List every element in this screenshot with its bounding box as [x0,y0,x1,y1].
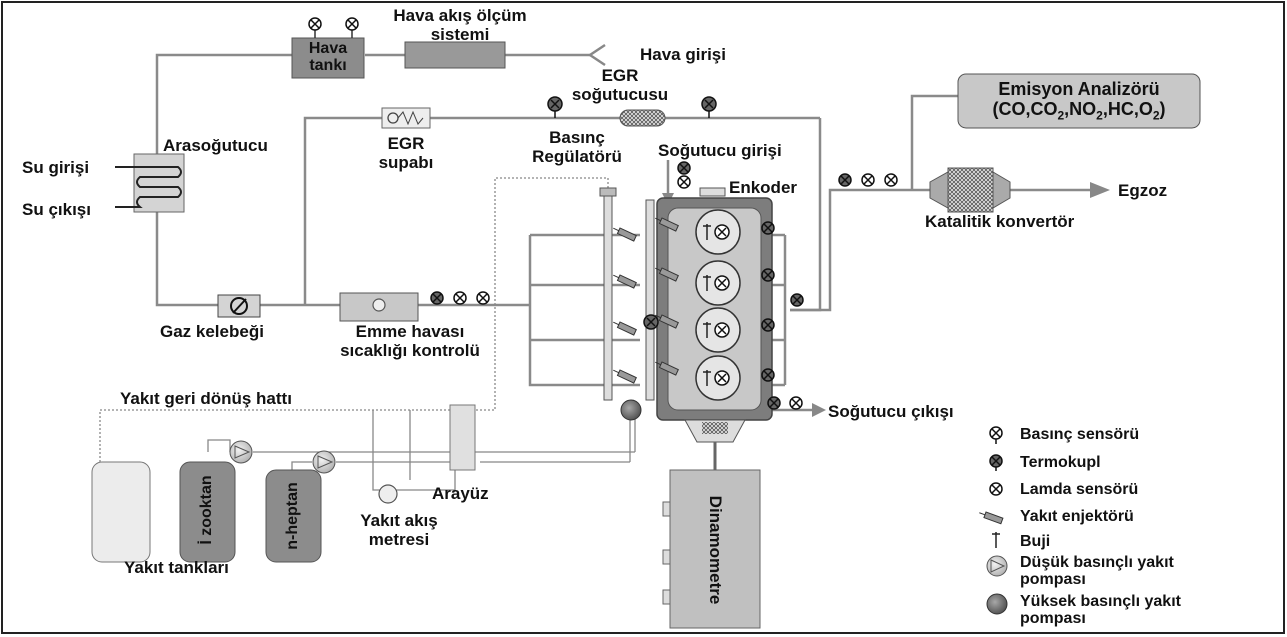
air-inlet-arrow [587,43,606,67]
legend-low-pressure-pump-icon [986,555,1008,577]
legend-fuel-injector-icon [979,511,1004,525]
fuel-tank-isooctane [179,461,236,563]
label-air-tank-line2: tankı [309,57,347,74]
legend-icons [979,426,1008,615]
label-coolant-outlet: Soğutucu çıkışı [828,402,954,421]
coolant-out-arrow [812,403,826,417]
label-air-tank: Hava tankı [296,40,360,74]
spark-plugs [703,224,711,386]
label-emission-line2: (CO,CO2,NO2,HC,O2) [992,99,1166,123]
high-pressure-pump [620,399,642,421]
label-egr-valve-line2: supabı [378,153,434,172]
legend-label-spark-plug: Buji [1020,533,1051,550]
label-egr-cooler-line1: EGR [601,66,639,85]
label-dynamometer: Dinamometre [706,495,725,605]
air-tank [291,37,365,79]
fuel-injectors [613,217,679,384]
legend-high-pressure-pump-icon [986,593,1008,615]
label-egr-cooler-line2: soğutucusu [571,85,669,104]
label-air-inlet: Hava girişi [640,45,726,64]
exhaust-arrow [1090,182,1110,198]
label-intake-air-temp: Emme havası sıcaklığı kontrolü [320,322,500,360]
legend-pressure-sensor-icon [989,426,1003,444]
label-coolant-inlet: Soğutucu girişi [658,141,782,160]
label-air-flow-line1: Hava akış ölçüm [393,6,527,25]
legend-label-pressure-sensor: Basınç sensörü [1020,426,1140,443]
encoder [699,187,726,197]
label-air-flow-measurement: Hava akış ölçüm sistemi [375,6,545,44]
low-pressure-pumps [229,440,336,474]
label-egr-valve-line1: EGR [387,134,425,153]
label-air-tank-line1: Hava [308,40,348,57]
legend-label-high-pressure-pump: Yüksek basınçlı yakıt pompası [1020,593,1181,627]
label-isooctane-tank: İ zooktan [198,475,215,545]
label-fuel-tanks: Yakıt tankları [124,558,229,577]
label-fuel-flow-meter: Yakıt akış metresi [344,511,454,549]
legend-label-low-pressure-pump: Düşük basınçlı yakıt pompası [1020,554,1174,588]
label-emission-analyzer: Emisyon Analizörü (CO,CO2,NO2,HC,O2) [958,79,1200,126]
label-water-outlet: Su çıkışı [22,200,91,219]
fuel-tank-empty [91,461,151,563]
legend-low-pump-line2: pompası [1020,571,1086,588]
label-emission-line1: Emisyon Analizörü [998,79,1160,99]
emission-analyzer [957,73,1201,129]
sensors [308,17,898,410]
air-tank-sensors [314,30,353,38]
legend-high-pump-line2: pompası [1020,610,1086,627]
label-nheptane-tank: n-heptan [284,482,301,550]
label-pressure-regulator-line2: Regülatörü [532,147,622,166]
intake-pipes [155,53,1090,412]
fuel-rail-low [603,194,613,401]
label-fuel-flow-line2: metresi [368,530,430,549]
air-flow-measurement-box [404,41,506,69]
legend-label-thermocouple: Termokupl [1020,454,1101,471]
interface-box [449,404,476,471]
fuel-flow-meter [378,484,398,504]
label-water-inlet: Su girişi [22,158,90,177]
egr-cooler [619,109,666,127]
label-intake-line1: Emme havası [355,322,465,341]
legend-lambda-sensor-icon [989,482,1003,496]
intake-air-temp-control [339,292,419,322]
legend-label-lambda-sensor: Lamda sensörü [1020,481,1139,498]
label-pressure-regulator-line1: Basınç [549,128,605,147]
fuel-rail-high [645,199,655,401]
intercooler [133,153,185,213]
pressure-regulator [599,187,617,197]
label-fuel-return-line: Yakıt geri dönüş hattı [120,389,292,408]
label-pressure-regulator: Basınç Regülatörü [522,128,632,166]
label-air-flow-line2: sistemi [430,25,490,44]
label-catalytic-converter: Katalitik konvertör [925,212,1075,231]
label-exhaust: Egzoz [1118,181,1168,200]
fuel-return-line [99,177,609,462]
fuel-tank-nheptane [265,469,322,563]
legend-high-pump-line1: Yüksek basınçlı yakıt [1020,593,1181,610]
label-interface: Arayüz [432,484,489,503]
label-encoder: Enkoder [729,178,798,197]
legend-label-fuel-injector: Yakıt enjektörü [1020,508,1134,525]
dynamometer [669,469,761,629]
label-intercooler: Arasoğutucu [163,136,268,155]
label-intake-line2: sıcaklığı kontrolü [340,341,480,360]
legend-low-pump-line1: Düşük basınçlı yakıt [1020,554,1174,571]
label-egr-cooler: EGR soğutucusu [560,66,680,104]
label-throttle: Gaz kelebeği [160,322,264,341]
label-egr-valve: EGR supabı [368,134,444,172]
label-fuel-flow-line1: Yakıt akış [360,511,438,530]
catalytic-converter [929,167,1011,213]
legend-thermocouple-icon [989,454,1003,471]
intercooler-coil [115,166,182,208]
legend-spark-plug-icon [992,532,1000,548]
